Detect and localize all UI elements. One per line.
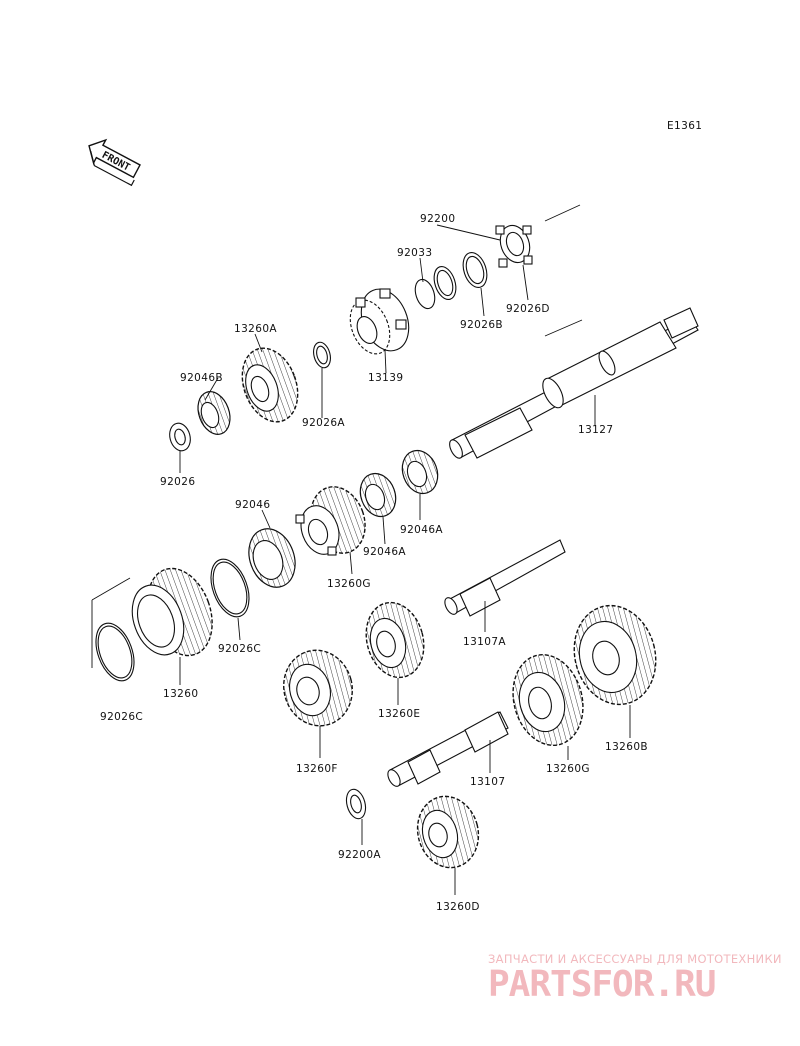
label-92046B: 92046B <box>180 372 223 384</box>
part-92026C-ring-2 <box>91 577 135 682</box>
label-13127: 13127 <box>578 424 613 436</box>
part-13260G-gear-upper <box>295 486 366 556</box>
part-92046B-needle-bearing <box>197 391 231 435</box>
part-13260F-gear <box>283 649 353 727</box>
part-92033-circlip <box>414 278 436 310</box>
part-13260A-gear <box>241 347 299 423</box>
part-92026C-ring-1 <box>210 558 250 618</box>
part-13107-shaft <box>387 711 509 787</box>
part-92046A-bearing-1 <box>401 449 439 495</box>
label-92046: 92046 <box>235 499 270 511</box>
label-92026: 92026 <box>160 476 195 488</box>
part-92046A-bearing-2 <box>359 472 397 518</box>
watermark: ЗАПЧАСТИ И АКСЕССУАРЫ ДЛЯ МОТОТЕХНИКИ PA… <box>488 952 782 1005</box>
diagram-code: E1361 <box>667 120 702 132</box>
label-92046A-2: 92046A <box>363 546 406 558</box>
part-92200A-washer <box>345 788 367 820</box>
part-13260-gear <box>131 567 213 657</box>
label-92033: 92033 <box>397 247 432 259</box>
part-92026A-washer <box>313 341 331 369</box>
part-13107A-shaft <box>444 539 566 617</box>
label-13260G-2: 13260G <box>546 763 590 775</box>
label-13139: 13139 <box>368 372 403 384</box>
part-92046-bearing <box>248 528 296 588</box>
part-13260B-gear <box>573 604 657 706</box>
label-92026C-1: 92026C <box>218 643 261 655</box>
front-arrow-icon: FRONT <box>88 138 141 187</box>
part-92200-circlip <box>433 265 457 301</box>
label-92200: 92200 <box>420 213 455 225</box>
part-13139-gear <box>349 288 410 355</box>
part-92026-washer <box>169 422 191 452</box>
label-13260A: 13260A <box>234 323 277 335</box>
label-13260B: 13260B <box>605 741 648 753</box>
label-13260F: 13260F <box>296 763 338 775</box>
label-13107: 13107 <box>470 776 505 788</box>
label-92026B: 92026B <box>460 319 503 331</box>
part-13260G-gear-lower <box>512 654 584 746</box>
watermark-brand: PARTSFOR.RU <box>488 964 715 1005</box>
label-13260D: 13260D <box>436 901 480 913</box>
part-92026D-lock-washer <box>495 224 533 268</box>
label-13260E: 13260E <box>378 708 420 720</box>
label-13107A: 13107A <box>463 636 506 648</box>
label-13260G-1: 13260G <box>327 578 371 590</box>
part-13127-shaft <box>449 307 699 459</box>
part-92026B-washer <box>462 251 488 289</box>
leader-lines <box>179 224 631 895</box>
part-13260D-gear <box>416 795 480 869</box>
label-92026A: 92026A <box>302 417 345 429</box>
part-13260E-gear <box>365 601 425 679</box>
label-92200A: 92200A <box>338 849 381 861</box>
label-92026C-2: 92026C <box>100 711 143 723</box>
label-92026D: 92026D <box>506 303 550 315</box>
watermark-tagline: ЗАПЧАСТИ И АКСЕССУАРЫ ДЛЯ МОТОТЕХНИКИ <box>488 952 782 966</box>
label-13260: 13260 <box>163 688 198 700</box>
label-92046A-1: 92046A <box>400 524 443 536</box>
